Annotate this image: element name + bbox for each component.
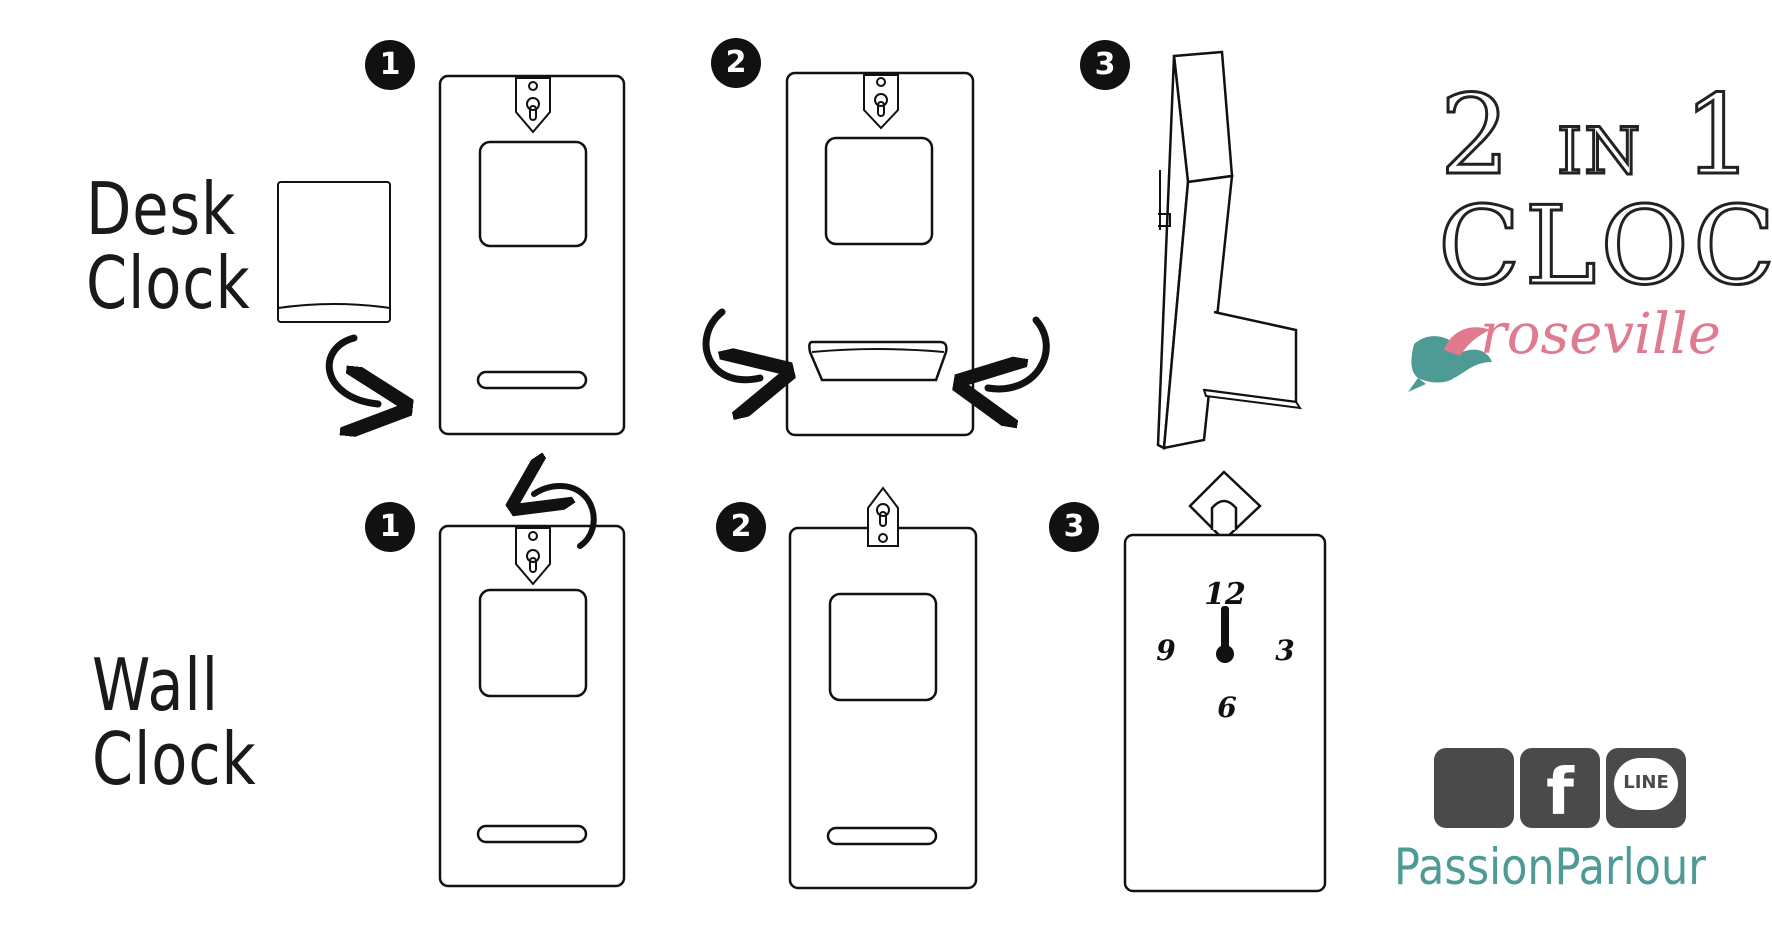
wall-clock-label: Wall Clock (92, 648, 256, 796)
desk-step-1-badge: 1 (365, 40, 415, 90)
desk-label-line2: Clock (86, 241, 251, 325)
line-icon[interactable]: LINE (1606, 748, 1686, 828)
loose-stand-piece (277, 181, 391, 323)
desk-insert-arrow (325, 334, 378, 404)
title-clock: CLOCK (1436, 184, 1772, 309)
roseville-logo: roseville (1400, 300, 1730, 390)
bird-icon (1408, 327, 1492, 392)
desk-panel-2 (785, 71, 975, 437)
dial-six: 6 (1217, 691, 1236, 724)
desk-side-view (1156, 50, 1303, 450)
wall-step-2-badge: 2 (716, 502, 766, 552)
wall-label-line1: Wall (92, 643, 219, 727)
wall-panel-2 (788, 486, 978, 890)
product-title: 2 IN 1 CLOCK (1400, 79, 1772, 400)
roseville-text: roseville (1480, 302, 1721, 367)
wall-step-1-badge: 1 (365, 502, 415, 552)
wall-label-line2: Clock (92, 717, 257, 801)
line-bubble (1614, 758, 1678, 810)
dial-twelve: 12 (1204, 577, 1246, 612)
desk-right-arrow (988, 316, 1050, 389)
desk-left-arrow (702, 308, 760, 380)
wall-rotate-arrow (534, 486, 597, 549)
desk-clock-label: Desk Clock (86, 172, 250, 320)
wall-step-3-badge: 3 (1049, 502, 1099, 552)
instagram-icon[interactable] (1434, 748, 1514, 828)
desk-label-line1: Desk (86, 167, 237, 251)
title-in: IN (1555, 114, 1643, 191)
wall-panel-3: 12 3 6 9 (1123, 470, 1327, 893)
title-two: 2 (1439, 71, 1516, 199)
dial-three: 3 (1275, 634, 1294, 667)
passion-parlour-logo: PassionParlour (1394, 838, 1706, 896)
desk-step-3-badge: 3 (1080, 40, 1130, 90)
wall-panel-1 (438, 524, 626, 888)
title-line-1: 2 IN 1 (1439, 79, 1759, 207)
desk-step-2-badge: 2 (711, 38, 761, 88)
facebook-glyph: f (1546, 756, 1574, 830)
title-one: 1 (1682, 71, 1760, 199)
social-icons: f LINE (1434, 748, 1694, 832)
facebook-icon[interactable]: f (1520, 748, 1600, 830)
line-text: LINE (1623, 772, 1669, 793)
dial-nine: 9 (1156, 634, 1175, 667)
desk-panel-1 (438, 74, 626, 436)
